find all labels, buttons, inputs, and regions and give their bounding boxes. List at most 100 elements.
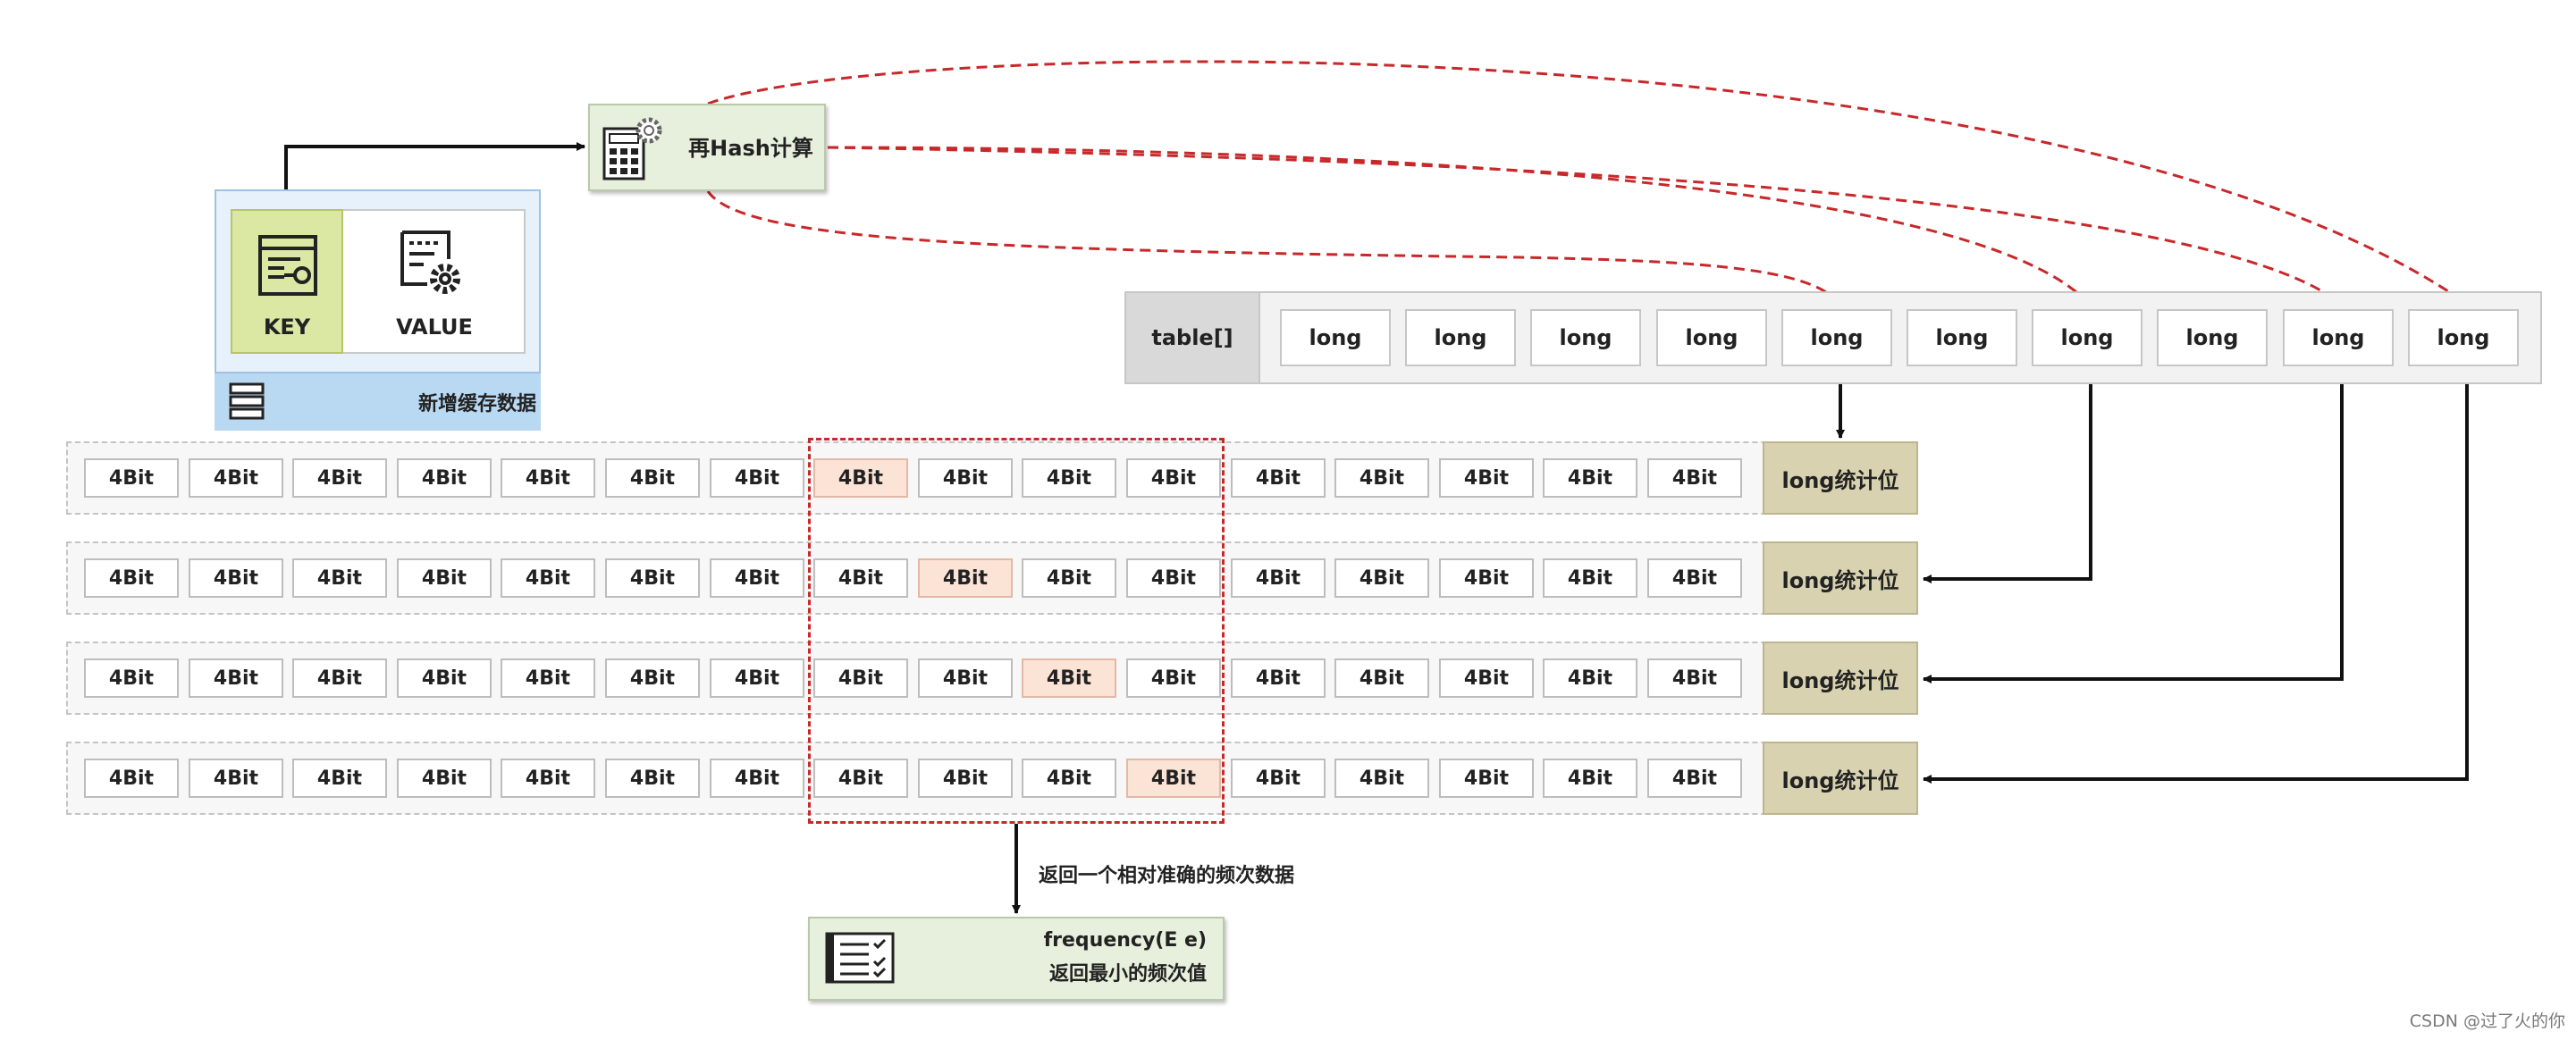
counter-bit-highlighted: 4Bit — [1126, 759, 1221, 798]
table-cell-long: long — [2157, 309, 2268, 366]
counter-bit-highlighted: 4Bit — [918, 558, 1013, 598]
table-cell-long: long — [1907, 309, 2017, 366]
counter-bit: 4Bit — [1334, 759, 1429, 798]
counter-bit: 4Bit — [1231, 759, 1326, 798]
long-to-row2-arrow — [1923, 366, 2092, 583]
server-icon — [229, 382, 265, 420]
counter-bit: 4Bit — [84, 558, 179, 598]
counter-bit: 4Bit — [1647, 658, 1742, 698]
long-to-row4-arrow — [1923, 366, 2469, 784]
counter-bit: 4Bit — [189, 658, 283, 698]
counter-bit: 4Bit — [501, 658, 595, 698]
long-to-row3-arrow — [1923, 366, 2344, 684]
counter-bit: 4Bit — [501, 458, 595, 498]
counter-bit: 4Bit — [1543, 658, 1637, 698]
counter-bit: 4Bit — [710, 558, 804, 598]
counter-bit: 4Bit — [292, 759, 387, 798]
value-label: VALUE — [396, 315, 473, 340]
counter-bit-highlighted: 4Bit — [1022, 658, 1116, 698]
min-selection-box — [808, 438, 1225, 824]
table-cell-long: long — [1405, 309, 1516, 366]
counter-bit: 4Bit — [292, 658, 387, 698]
counter-bit: 4Bit — [1543, 558, 1637, 598]
counter-bit: 4Bit — [292, 458, 387, 498]
calculator-gear-icon — [602, 117, 662, 180]
counter-bit: 4Bit — [1647, 558, 1742, 598]
counter-bit: 4Bit — [84, 759, 179, 798]
counter-bit: 4Bit — [1334, 458, 1429, 498]
counter-bit: 4Bit — [1022, 458, 1116, 498]
counter-row-end: long统计位 — [1763, 742, 1918, 815]
counter-bit: 4Bit — [813, 759, 908, 798]
hash-arrow-3 — [827, 146, 2343, 306]
value-settings-icon — [400, 231, 460, 294]
cache-footer-label: 新增缓存数据 — [417, 393, 536, 415]
counter-bit: 4Bit — [710, 759, 804, 798]
counter-bit: 4Bit — [1126, 458, 1221, 498]
counter-bit: 4Bit — [397, 658, 492, 698]
counter-bit: 4Bit — [1334, 658, 1429, 698]
counter-bit: 4Bit — [1543, 759, 1637, 798]
counter-bit: 4Bit — [189, 558, 283, 598]
counter-bit: 4Bit — [1126, 558, 1221, 598]
counter-bit: 4Bit — [292, 558, 387, 598]
counter-bit: 4Bit — [1543, 458, 1637, 498]
counter-bit: 4Bit — [1022, 759, 1116, 798]
counter-bit: 4Bit — [1647, 759, 1742, 798]
table-cell-long: long — [2408, 309, 2519, 366]
counter-bit: 4Bit — [189, 759, 283, 798]
counter-row-end: long统计位 — [1763, 642, 1918, 715]
counter-bit: 4Bit — [1647, 458, 1742, 498]
counter-bit: 4Bit — [1439, 558, 1534, 598]
counter-bit: 4Bit — [1022, 558, 1116, 598]
counter-bit: 4Bit — [918, 658, 1013, 698]
counter-bit: 4Bit — [918, 759, 1013, 798]
counter-bit: 4Bit — [1439, 759, 1534, 798]
return-label: 返回一个相对准确的频次数据 — [1039, 865, 1295, 887]
counter-bit: 4Bit — [397, 458, 492, 498]
table-cell-long: long — [2032, 309, 2142, 366]
counter-row-end: long统计位 — [1763, 541, 1918, 615]
result-subtitle: 返回最小的频次值 — [1048, 963, 1207, 985]
watermark: CSDN @过了火的你 — [2409, 1011, 2565, 1031]
hash-arrow-4 — [707, 60, 2469, 306]
counter-bit: 4Bit — [1231, 658, 1326, 698]
key-label: KEY — [263, 315, 311, 340]
key-cell — [231, 209, 343, 354]
table-head: table[] — [1124, 291, 1260, 384]
counter-bit: 4Bit — [84, 458, 179, 498]
table-cell-long: long — [1781, 309, 1892, 366]
counter-bit: 4Bit — [501, 558, 595, 598]
counter-bit: 4Bit — [1439, 458, 1534, 498]
counter-bit: 4Bit — [1126, 658, 1221, 698]
counter-bit: 4Bit — [189, 458, 283, 498]
table-cell-long: long — [1656, 309, 1767, 366]
counter-bit-highlighted: 4Bit — [813, 458, 908, 498]
counter-row-end: long统计位 — [1763, 441, 1918, 515]
counter-bit: 4Bit — [813, 558, 908, 598]
key-icon — [258, 235, 317, 296]
result-title: frequency(E e) — [1043, 929, 1207, 952]
table-cell-long: long — [2283, 309, 2394, 366]
counter-bit: 4Bit — [605, 658, 700, 698]
counter-bit: 4Bit — [918, 458, 1013, 498]
counter-bit: 4Bit — [710, 458, 804, 498]
table-cell-long: long — [1530, 309, 1641, 366]
cache-footer — [215, 372, 541, 431]
counter-bit: 4Bit — [1439, 658, 1534, 698]
counter-bit: 4Bit — [397, 759, 492, 798]
counter-bit: 4Bit — [605, 558, 700, 598]
table-cell-long: long — [1280, 309, 1391, 366]
counter-bit: 4Bit — [813, 658, 908, 698]
rehash-label: 再Hash计算 — [688, 136, 813, 161]
counter-bit: 4Bit — [1231, 558, 1326, 598]
counter-bit: 4Bit — [397, 558, 492, 598]
counter-bit: 4Bit — [710, 658, 804, 698]
counter-bit: 4Bit — [84, 658, 179, 698]
counter-bit: 4Bit — [1334, 558, 1429, 598]
counter-bit: 4Bit — [1231, 458, 1326, 498]
hash-arrow-1 — [706, 190, 1840, 306]
counter-bit: 4Bit — [605, 458, 700, 498]
